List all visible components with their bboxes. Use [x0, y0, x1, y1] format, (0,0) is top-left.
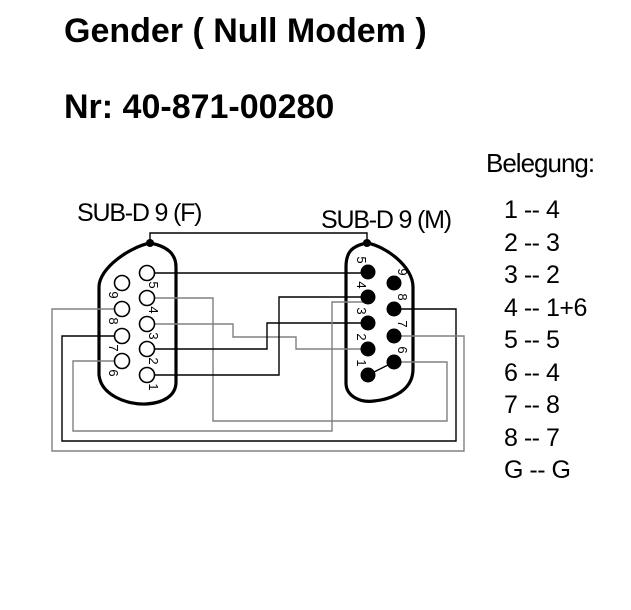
- female-pin-label-6: 6: [106, 369, 121, 376]
- belegung-item-3: 3 -- 2: [504, 261, 560, 289]
- male-connector-label: SUB-D 9 (M): [321, 206, 452, 234]
- male-pin-8: [386, 301, 402, 317]
- female-pin-3: [138, 315, 156, 333]
- female-connector-outline: [97, 241, 178, 406]
- belegung-list: 1 -- 4 2 -- 3 3 -- 2 4 -- 1+6 5 -- 5 6 -…: [504, 194, 587, 487]
- ground-dot-male: [363, 239, 371, 247]
- belegung-item-4: 4 -- 1+6: [504, 293, 587, 322]
- wire-f2-m3: [147, 322, 368, 350]
- male-pin-label-8: 8: [395, 293, 410, 300]
- male-pin-3: [360, 315, 376, 331]
- male-pin-4: [360, 289, 376, 305]
- belegung-item-8: 8 -- 7: [504, 423, 560, 452]
- male-pin-label-7: 7: [395, 320, 410, 327]
- part-number: Nr: 40-871-00280: [64, 88, 335, 126]
- female-pin-label-7: 7: [106, 344, 121, 351]
- page-title: Gender ( Null Modem ): [64, 12, 427, 50]
- belegung-item-6: 6 -- 4: [504, 358, 560, 387]
- female-pin-label-3: 3: [146, 332, 161, 339]
- male-pin-label-2: 2: [354, 333, 369, 340]
- belegung-item-5: 5 -- 5: [504, 326, 560, 354]
- belegung-item-2: 2 -- 3: [504, 228, 560, 257]
- male-pin-5: [360, 264, 376, 280]
- female-connector-label: SUB-D 9 (F): [77, 199, 203, 227]
- wire-f3-m2: [147, 323, 368, 350]
- female-pin-label-4: 4: [146, 306, 161, 313]
- belegung-heading: Belegung:: [486, 148, 595, 178]
- male-pin-1: [360, 367, 376, 383]
- female-pin-5: [138, 264, 156, 282]
- female-pin-9: [113, 274, 131, 292]
- female-pin-8: [113, 300, 131, 318]
- male-pin-label-9: 9: [395, 268, 410, 275]
- male-connector-outline: [344, 241, 415, 403]
- male-pin-7: [386, 328, 402, 344]
- wire-ground: [149, 232, 368, 243]
- female-pin-label-9: 9: [106, 291, 121, 298]
- female-pin-label-1: 1: [146, 383, 161, 390]
- male-pin-2: [360, 341, 376, 357]
- male-pin-label-3: 3: [354, 307, 369, 314]
- ground-dot-female: [146, 239, 154, 247]
- male-pin-6: [386, 354, 402, 370]
- wire-f8-m7: [51, 308, 465, 452]
- male-pin-label-6: 6: [395, 346, 410, 353]
- wire-f4-m1+6: [147, 297, 448, 422]
- belegung-item-1: 1 -- 4: [504, 196, 560, 224]
- female-pin-label-8: 8: [106, 317, 121, 324]
- male-pin-label-5: 5: [354, 256, 369, 263]
- female-pin-7: [113, 327, 131, 345]
- female-pin-1: [138, 366, 156, 384]
- wire-f7-m8: [61, 308, 457, 442]
- belegung-item-7: 7 -- 8: [504, 391, 560, 419]
- male-pin-9: [386, 275, 402, 291]
- female-pin-2: [138, 340, 156, 358]
- wire-f1-m4: [147, 296, 368, 376]
- wire-f6-m4: [72, 301, 365, 432]
- female-pin-4: [138, 289, 156, 307]
- female-pin-6: [113, 352, 131, 370]
- belegung-item-9: G -- G: [504, 456, 571, 484]
- male-pin-label-1: 1: [354, 359, 369, 366]
- male-pin-label-4: 4: [354, 281, 369, 288]
- female-pin-label-2: 2: [146, 357, 161, 364]
- female-pin-label-5: 5: [146, 281, 161, 288]
